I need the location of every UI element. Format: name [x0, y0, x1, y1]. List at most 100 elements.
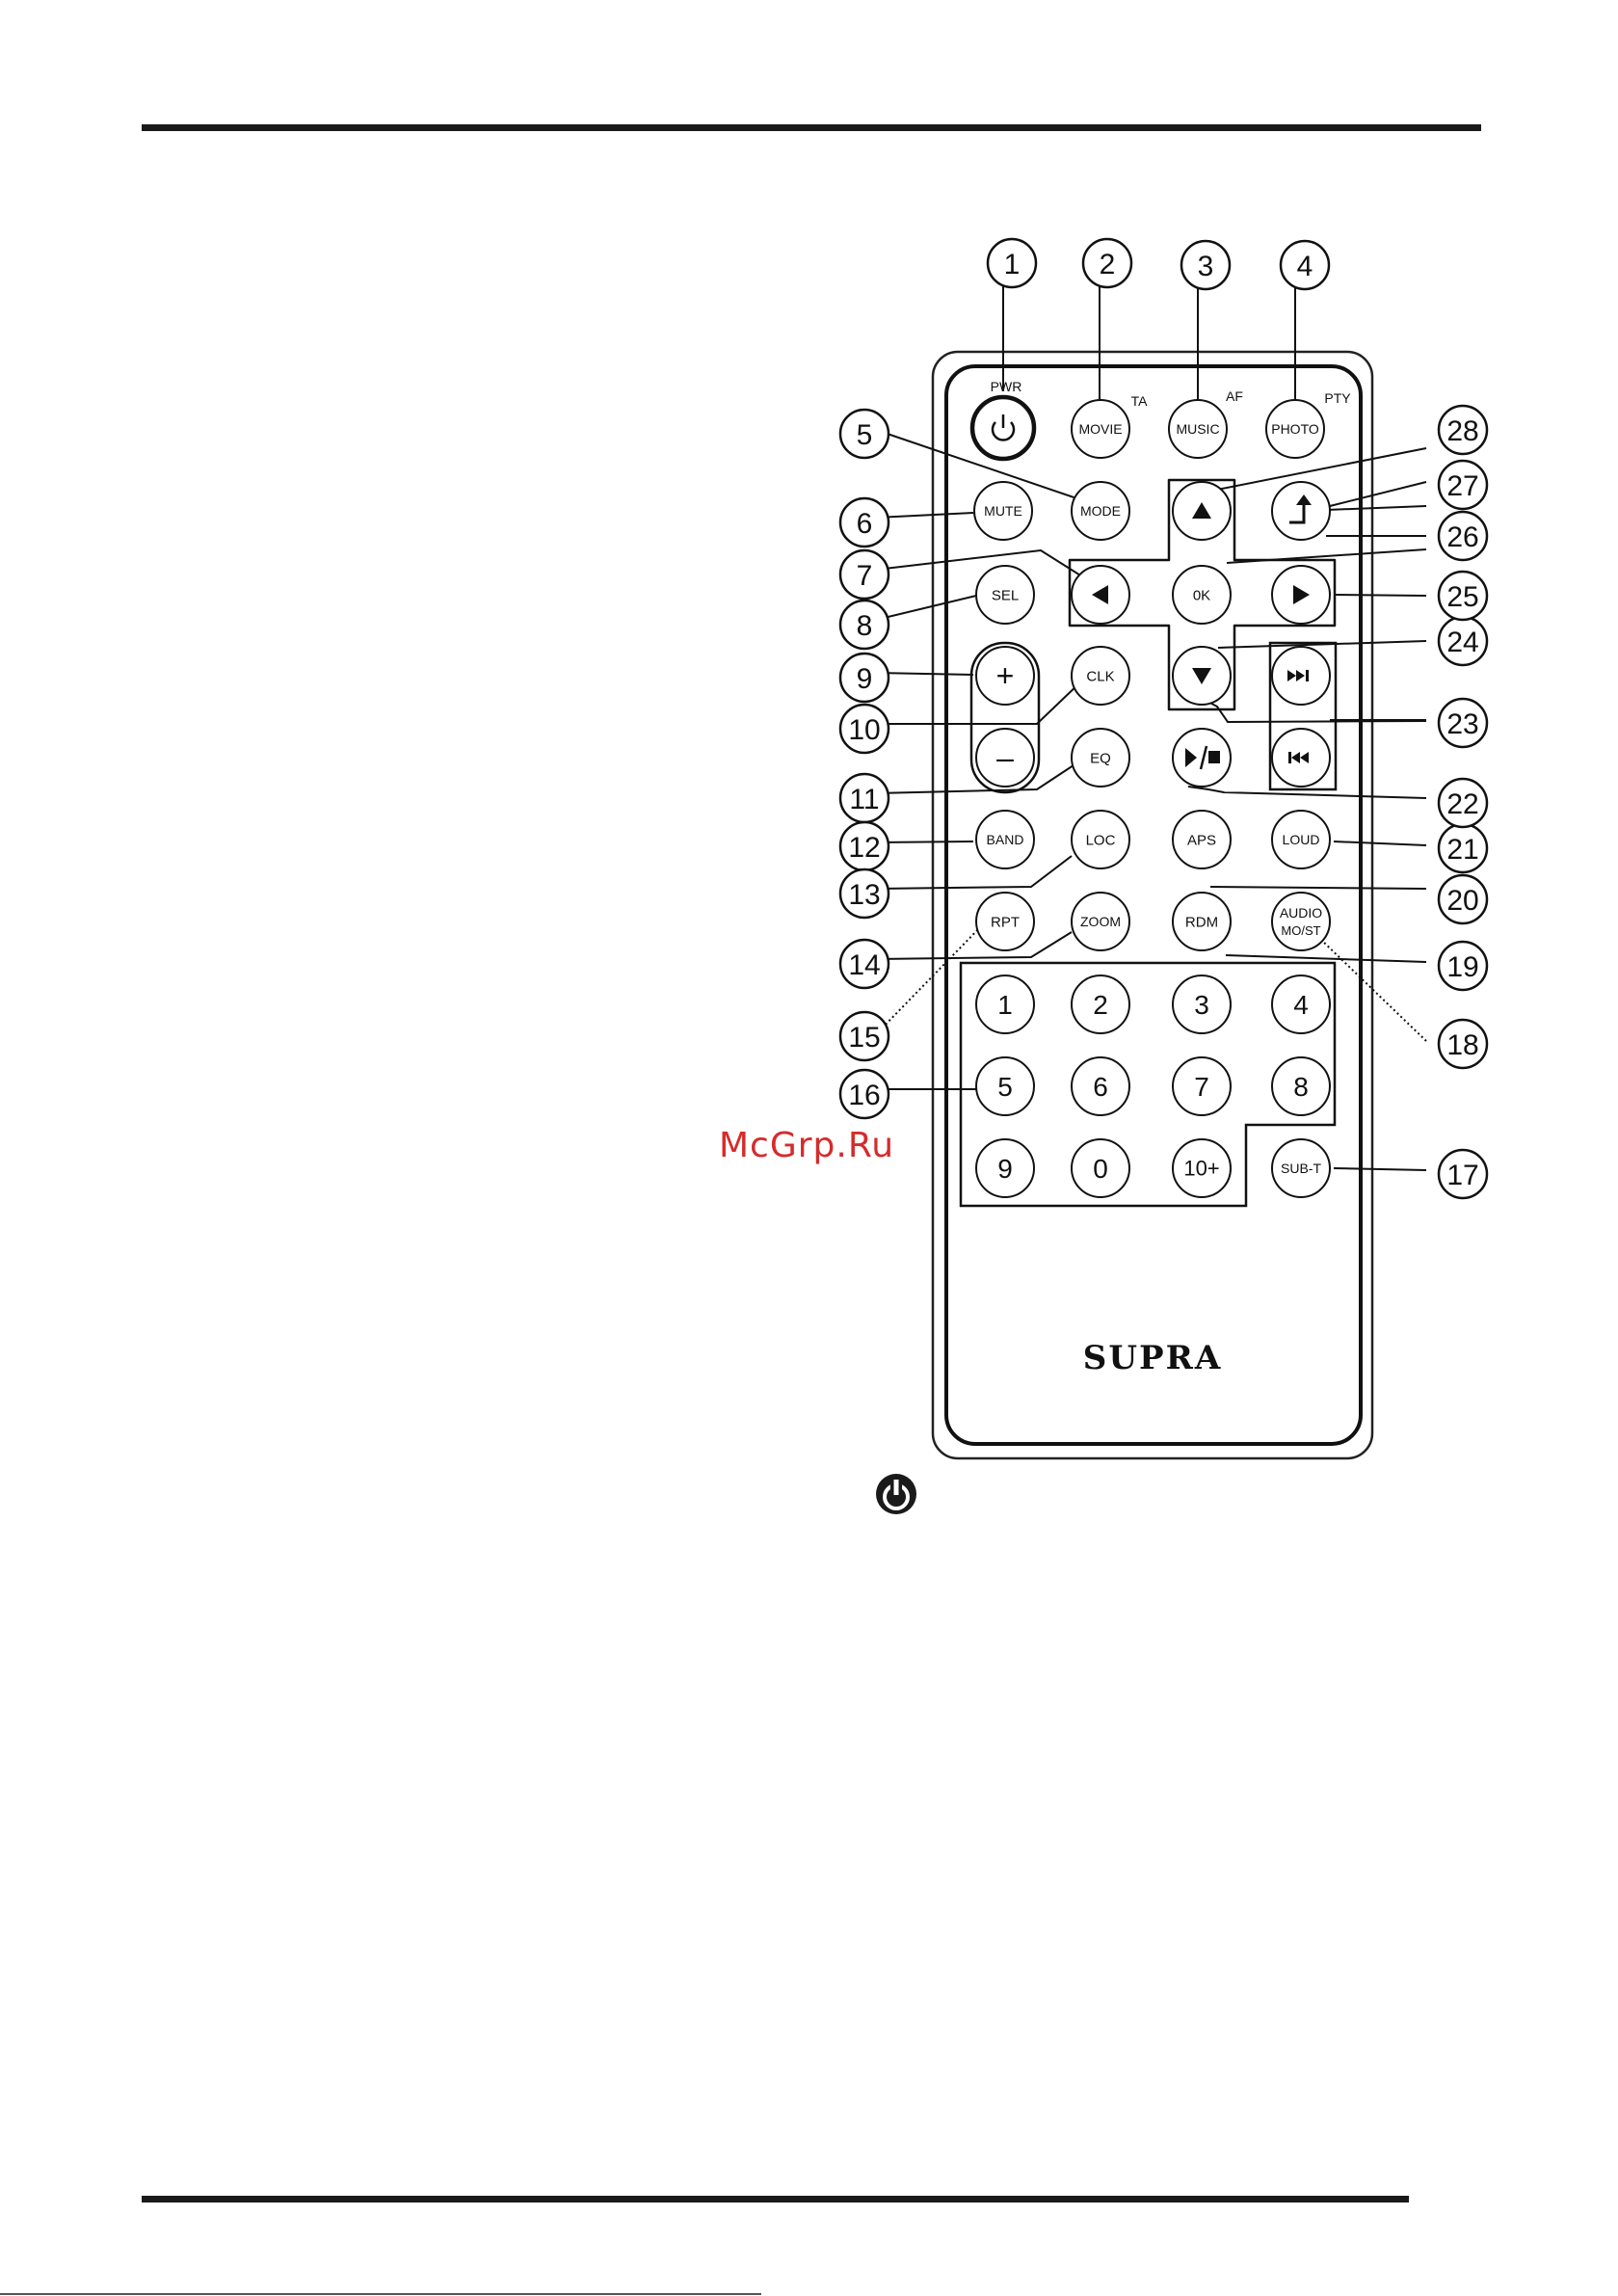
callout-28: 28 — [1439, 406, 1487, 454]
num-3-button[interactable]: 3 — [1173, 975, 1231, 1033]
num-7-label: 7 — [1194, 1072, 1209, 1102]
eq-button[interactable]: EQ — [1072, 729, 1129, 787]
num-5-button[interactable]: 5 — [976, 1057, 1034, 1115]
callout-markers: 1234567891011121314151617181920212223242… — [840, 239, 1487, 1198]
aps-button[interactable]: APS — [1173, 811, 1231, 868]
zoom-button[interactable]: ZOOM — [1072, 893, 1129, 950]
ok-button[interactable]: 0K — [1173, 566, 1231, 624]
callout-number: 2 — [1100, 249, 1116, 280]
play-stop-button[interactable] — [1173, 729, 1231, 787]
down-button[interactable] — [1173, 647, 1231, 705]
vol-plus-label: + — [996, 658, 1015, 693]
audio-button-shape[interactable] — [1272, 893, 1330, 950]
num-1-button[interactable]: 1 — [976, 975, 1034, 1033]
callout-number: 16 — [848, 1080, 880, 1111]
vol-minus-label: – — [996, 740, 1014, 775]
music-button[interactable]: MUSIC — [1169, 400, 1227, 458]
callout-2: 2 — [1083, 239, 1131, 287]
remote-buttons: MOVIE MUSIC PHOTO MUTE MODE SEL 0K + CLK – EQ BAND L… — [972, 397, 1330, 1197]
callout-5: 5 — [840, 410, 889, 458]
callout-number: 27 — [1446, 470, 1478, 502]
left-button[interactable] — [1072, 566, 1129, 624]
loc-label: LOC — [1086, 832, 1116, 848]
callout-number: 26 — [1446, 521, 1478, 553]
mute-button[interactable]: MUTE — [974, 482, 1032, 540]
loud-label: LOUD — [1283, 832, 1320, 847]
sel-button[interactable]: SEL — [976, 566, 1034, 624]
num-9-button[interactable]: 9 — [976, 1139, 1034, 1197]
num-6-button[interactable]: 6 — [1072, 1057, 1129, 1115]
callout-13: 13 — [840, 869, 889, 918]
callout-4: 4 — [1281, 241, 1329, 289]
mode-label: MODE — [1080, 503, 1121, 519]
num-9-label: 9 — [997, 1154, 1013, 1184]
return-button-shape[interactable] — [1272, 482, 1330, 540]
band-label: BAND — [987, 832, 1024, 847]
num-10plus-button[interactable]: 10+ — [1173, 1139, 1231, 1197]
photo-button[interactable]: PHOTO — [1266, 400, 1324, 458]
power-button[interactable] — [972, 397, 1034, 459]
mode-button[interactable]: MODE — [1072, 482, 1129, 540]
num-10plus-label: 10+ — [1183, 1157, 1219, 1181]
clk-button[interactable]: CLK — [1072, 647, 1129, 705]
num-4-button[interactable]: 4 — [1272, 975, 1330, 1033]
callout-number: 28 — [1446, 415, 1478, 447]
callout-27: 27 — [1439, 461, 1487, 509]
band-button[interactable]: BAND — [976, 811, 1034, 868]
callout-26: 26 — [1439, 512, 1487, 560]
num-1-label: 1 — [997, 990, 1013, 1020]
callout-number: 24 — [1446, 627, 1478, 658]
callout-22: 22 — [1439, 779, 1487, 827]
num-6-label: 6 — [1093, 1072, 1108, 1102]
aps-label: APS — [1187, 832, 1216, 848]
loud-button[interactable]: LOUD — [1272, 811, 1330, 868]
clk-label: CLK — [1086, 668, 1114, 684]
num-3-label: 3 — [1194, 990, 1209, 1020]
callout-number: 10 — [848, 714, 880, 746]
num-0-button[interactable]: 0 — [1072, 1139, 1129, 1197]
rdm-button[interactable]: RDM — [1173, 893, 1231, 950]
num-8-button[interactable]: 8 — [1272, 1057, 1330, 1115]
callout-number: 21 — [1446, 834, 1478, 866]
leader-lines — [876, 283, 1426, 1170]
vol-minus-button[interactable]: – — [976, 729, 1034, 787]
callout-11: 11 — [840, 774, 889, 822]
num-8-label: 8 — [1293, 1072, 1309, 1102]
callout-7: 7 — [840, 550, 889, 599]
callout-number: 13 — [848, 879, 880, 911]
loc-button[interactable]: LOC — [1072, 811, 1129, 868]
audio-label: AUDIO — [1280, 905, 1322, 921]
callout-3: 3 — [1181, 241, 1230, 289]
music-label: MUSIC — [1176, 421, 1219, 437]
num-0-label: 0 — [1093, 1154, 1108, 1184]
sub-t-label: SUB-T — [1281, 1161, 1321, 1176]
rpt-button[interactable]: RPT — [976, 893, 1034, 950]
play-stop-button-shape[interactable] — [1173, 729, 1231, 787]
vol-plus-button[interactable]: + — [976, 647, 1034, 705]
pwr-label: PWR — [991, 379, 1022, 394]
callout-number: 4 — [1297, 251, 1313, 282]
num-2-button[interactable]: 2 — [1072, 975, 1129, 1033]
prev-button[interactable] — [1272, 729, 1330, 787]
movie-button[interactable]: MOVIE — [1072, 400, 1129, 458]
right-button[interactable] — [1272, 566, 1330, 624]
callout-number: 23 — [1446, 708, 1478, 740]
num-7-button[interactable]: 7 — [1173, 1057, 1231, 1115]
up-button[interactable] — [1173, 482, 1231, 540]
mute-label: MUTE — [984, 503, 1022, 519]
callout-10: 10 — [840, 705, 889, 753]
callout-6: 6 — [840, 498, 889, 547]
rdm-label: RDM — [1185, 914, 1218, 930]
callout-number: 9 — [857, 663, 873, 695]
zoom-label: ZOOM — [1080, 914, 1121, 929]
next-button[interactable] — [1272, 647, 1330, 705]
callout-number: 7 — [857, 560, 873, 592]
return-button[interactable] — [1272, 482, 1330, 540]
callout-number: 22 — [1446, 788, 1478, 820]
callout-14: 14 — [840, 940, 889, 988]
callout-number: 14 — [848, 949, 880, 981]
footer-rule — [142, 2196, 1409, 2203]
sub-t-button[interactable]: SUB-T — [1272, 1139, 1330, 1197]
ok-label: 0K — [1193, 587, 1210, 603]
